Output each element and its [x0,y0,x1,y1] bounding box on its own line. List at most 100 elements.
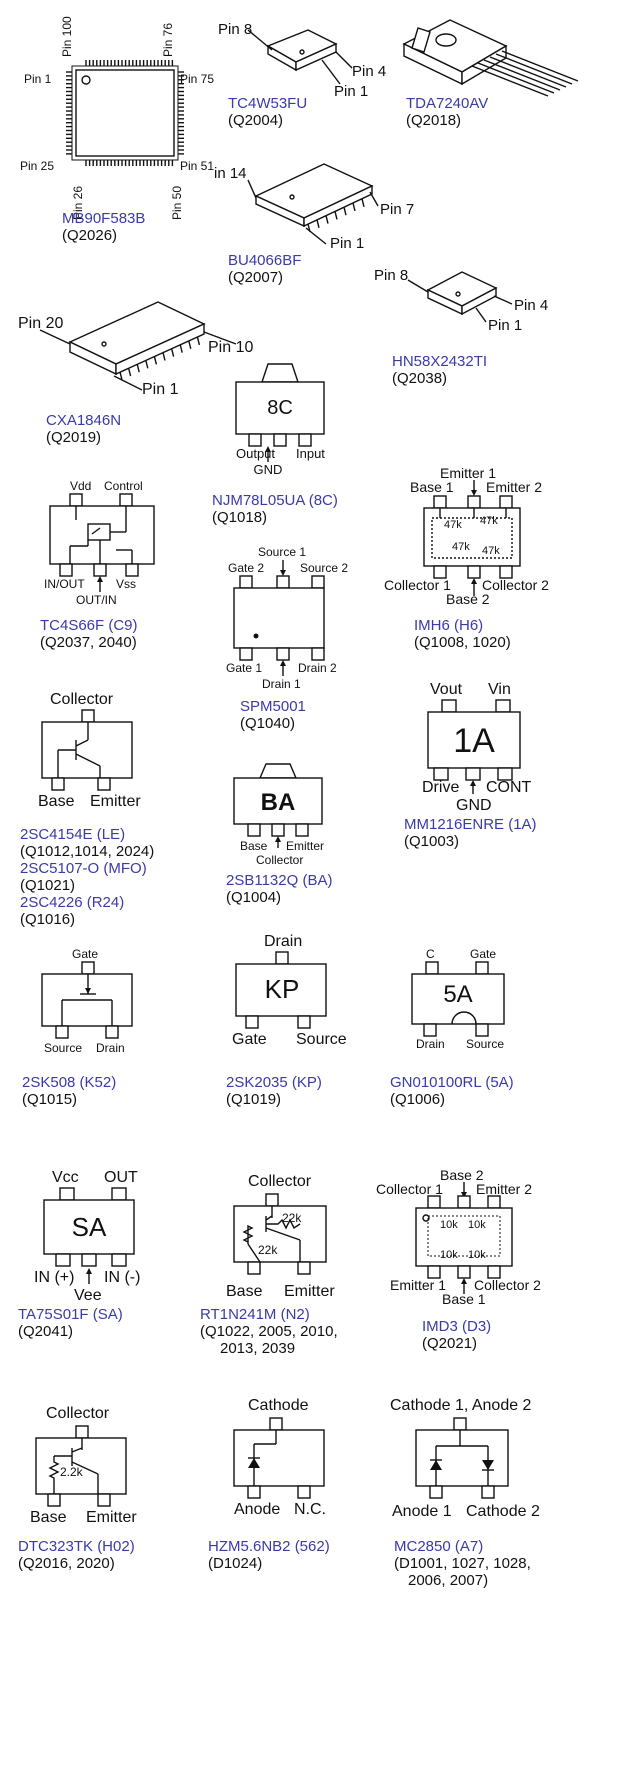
spm5001-package: Source 1 Gate 2 Source 2 Gate 1 Drain 2 … [226,545,348,691]
pin-label: Pin 1 [488,317,522,334]
pin-label: Emitter [286,839,324,853]
part-ref: (Q2018) [406,112,462,129]
pin-leg [119,371,123,381]
part-name: SPM5001 [240,698,306,715]
pin-label: Collector [50,691,114,708]
part-ref: (Q2041) [18,1323,74,1340]
pin-leg [316,219,320,228]
dual-diode-package: Cathode 1, Anode 2 Anode 1 Cathode 2 [390,1397,540,1520]
pin-label: Cathode 2 [466,1503,540,1520]
pin-label: Vin [488,681,511,698]
part-name: 2SB1132Q (BA) [226,872,333,889]
pin-label: Base 2 [446,591,490,607]
pin-label: Emitter 2 [476,1181,532,1197]
part-ref: (Q1018) [212,509,268,526]
pin-label: Collector [256,853,303,867]
marking: 1A [453,722,495,760]
pin-label: Gate 2 [228,561,264,575]
pin-leg [361,198,365,207]
pin-label: Source 2 [300,561,348,575]
part-name: TDA7240AV [406,95,489,112]
pin-label: Cathode [248,1397,309,1414]
pin-label: Vout [430,681,463,698]
pin-leg [334,211,338,220]
part-ref: (Q2019) [46,429,102,446]
pin-label: Emitter [86,1509,137,1526]
pin-label: Output [236,446,275,461]
caption-spm5001: SPM5001 (Q1040) [240,698,306,732]
part-name: 2SK508 (K52) [22,1074,117,1091]
caption-njm78l05ua: NJM78L05UA (8C) (Q1018) [212,492,338,526]
part-name: TC4W53FU [228,95,308,112]
resistor-label: 2.2k [60,1465,84,1479]
pin-leg [153,356,158,365]
pin-label: Emitter [90,793,141,810]
caption-bu4066bf: BU4066BF (Q2007) [228,252,301,286]
part-name: 2SC5107-O (MFO) [20,860,147,877]
caption-tc4w53fu: TC4W53FU (Q2004) [228,95,307,129]
pin-label: Vss [116,577,136,591]
part-ref: (Q1022, 2005, 2010, [200,1323,338,1340]
pin-label: Pin 51 [180,159,214,173]
pin-label: Base [226,1283,263,1300]
marking: KP [265,974,300,1004]
pin-label: Drain [416,1037,445,1051]
part-ref: (Q2038) [392,370,448,387]
part-name: MB90F583B [62,210,146,227]
digital-transistor-package: Collector 22k 22k Base Emitter [226,1173,335,1300]
pin-label: Collector [248,1173,312,1190]
part-ref: 2013, 2039 [220,1340,296,1357]
pin-label: Pin 1 [330,235,364,252]
dtc323tk-package: Collector 2.2k Base Emitter [30,1405,137,1526]
pin-label: Collector 1 [384,577,451,593]
part-name: MC2850 (A7) [394,1538,484,1555]
part-name: BU4066BF [228,252,302,269]
resistor-label: 10k [440,1249,458,1261]
marking: 8C [267,397,293,419]
zener-diode-package: Cathode Anode N.C. [233,1397,326,1518]
part-name: NJM78L05UA (8C) [212,492,338,509]
pin-label: Pin 1 [24,72,52,86]
part-ref: (Q1021) [20,877,76,894]
caption-ta75s01f: TA75S01F (SA) (Q2041) [18,1306,123,1340]
pin-label: Drain 1 [262,677,301,691]
marking: BA [261,789,296,816]
pin-label: IN (-) [104,1269,140,1286]
part-ref: (D1001, 1027, 1028, [394,1555,531,1572]
pin-leg [127,367,132,377]
pin-label: Emitter 1 [390,1277,446,1293]
caption-2sk2035: 2SK2035 (KP) (Q1019) [226,1074,322,1108]
pin-label: CONT [486,779,532,796]
part-ref: (Q2007) [228,269,284,286]
pin-label: Pin 100 [60,16,74,57]
njm78l05-package: 8C Output GND Input [235,363,325,477]
resistor-label: 10k [440,1219,458,1231]
sot89-package: BA Base Emitter Collector [233,763,324,867]
resistor-label: 10k [468,1219,486,1231]
pin-label: Pin 1 [142,381,179,398]
pin-label: in 14 [214,165,247,182]
part-ref: (Q2016, 2020) [18,1555,115,1572]
pin-label: Pin 10 [208,339,253,356]
part-name: 2SK2035 (KP) [226,1074,322,1091]
pin-label: Gate [470,947,496,961]
imd3-package: Base 2 Collector 1 Emitter 2 10k 10k 10k… [376,1167,541,1307]
ssop8-package: Pin 8 Pin 4 Pin 1 [218,21,386,100]
pin-label: Source [296,1031,347,1048]
pin-label: Pin 1 [334,83,368,100]
pin-leg [179,344,183,353]
pin-label: Source 1 [258,545,306,559]
caption-dtc323tk: DTC323TK (H02) (Q2016, 2020) [18,1538,135,1572]
marking: SA [72,1212,107,1242]
pin-label: Drive [422,779,459,796]
part-ref: (Q2004) [228,112,284,129]
part-name: GN010100RL (5A) [390,1074,514,1091]
part-ref: (Q1004) [226,889,282,906]
pin-leg [162,352,166,361]
sot23-transistor-package: Collector Base Emitter [38,691,141,810]
pin-label: Emitter 1 [440,465,496,481]
pin-label: Anode [234,1501,280,1518]
pin-label: Emitter [284,1283,335,1300]
caption-imh6: IMH6 (H6) (Q1008, 1020) [414,617,511,651]
part-ref: (Q2021) [422,1335,478,1352]
